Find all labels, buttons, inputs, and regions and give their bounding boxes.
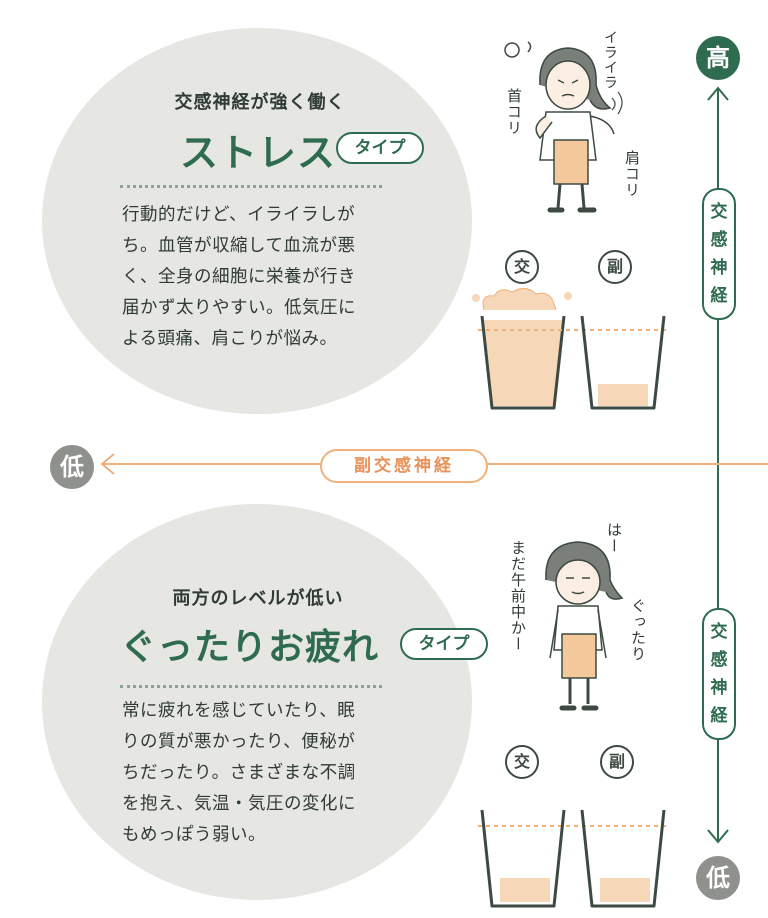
exhausted-text: ぐったり — [629, 598, 647, 662]
tired-woman-illustration — [545, 541, 624, 711]
stress-sympathetic-stamp: 交 — [505, 250, 539, 284]
stress-cups — [472, 288, 666, 410]
tired-line-4: を抱え、気温・気圧の変化に — [122, 794, 356, 814]
tired-divider — [120, 685, 382, 688]
stress-description: 行動的だけど、イライラしが ち。血管が収縮して血流が悪 く、全身の細胞に栄養が行… — [122, 200, 356, 355]
stress-line-3: く、全身の細胞に栄養が行き — [122, 267, 356, 287]
stress-line-5: よる頭痛、肩こりが悩み。 — [122, 329, 338, 349]
sigh-text: はー — [605, 522, 623, 554]
vertical-axis-label-bottom: 交 感 神 経 — [702, 608, 736, 740]
neck-stiff-text: 首コリ — [505, 88, 523, 136]
tired-cups — [478, 809, 666, 908]
tired-parasympathetic-stamp: 副 — [600, 745, 634, 779]
tired-parasympathetic-cup — [580, 809, 666, 908]
stress-line-4: 届かず太りやすい。低気圧に — [122, 298, 356, 318]
stress-subtitle: 交感神経が強く働く — [174, 92, 346, 113]
stress-line-2: ち。血管が収縮して血流が悪 — [122, 236, 356, 256]
tired-sympathetic-stamp: 交 — [505, 745, 539, 779]
stress-line-1: 行動的だけど、イライラしが — [122, 205, 356, 225]
irritated-text: イライラ — [602, 30, 618, 90]
low-left-badge: 低 — [50, 445, 94, 489]
vertical-axis-label-top: 交 感 神 経 — [702, 188, 736, 320]
tired-title: ぐったりお疲れ — [120, 627, 380, 668]
stress-parasympathetic-stamp: 副 — [598, 250, 632, 284]
tired-subtitle: 両方のレベルが低い — [172, 588, 344, 609]
tired-line-1: 常に疲れを感じていたり、眠 — [122, 701, 356, 721]
shoulder-stiff-text: 肩コリ — [623, 150, 641, 198]
still-morning-text: まだ午前中かー — [509, 540, 527, 652]
tired-line-3: ちだったり。さまざまな不調 — [122, 763, 356, 783]
stress-type-tag: タイプ — [336, 132, 424, 164]
stress-divider — [120, 185, 382, 188]
horizontal-axis-label: 副交感神経 — [320, 449, 488, 483]
stressed-woman-illustration — [504, 41, 623, 213]
stress-title: ストレス — [180, 131, 337, 175]
stress-bubble — [42, 28, 472, 414]
stress-parasympathetic-cup — [580, 315, 666, 410]
high-badge: 高 — [696, 36, 740, 80]
tired-line-5: もめっぽう弱い。 — [122, 825, 266, 845]
tired-line-2: りの質が悪かったり、便秘が — [122, 732, 356, 752]
tired-type-tag: タイプ — [400, 628, 488, 660]
low-bottom-badge: 低 — [696, 856, 740, 900]
tired-bubble — [42, 504, 472, 900]
tired-sympathetic-cup — [480, 809, 566, 908]
stress-sympathetic-cup — [472, 288, 572, 410]
tired-description: 常に疲れを感じていたり、眠 りの質が悪かったり、便秘が ちだったり。さまざまな不… — [122, 696, 356, 851]
